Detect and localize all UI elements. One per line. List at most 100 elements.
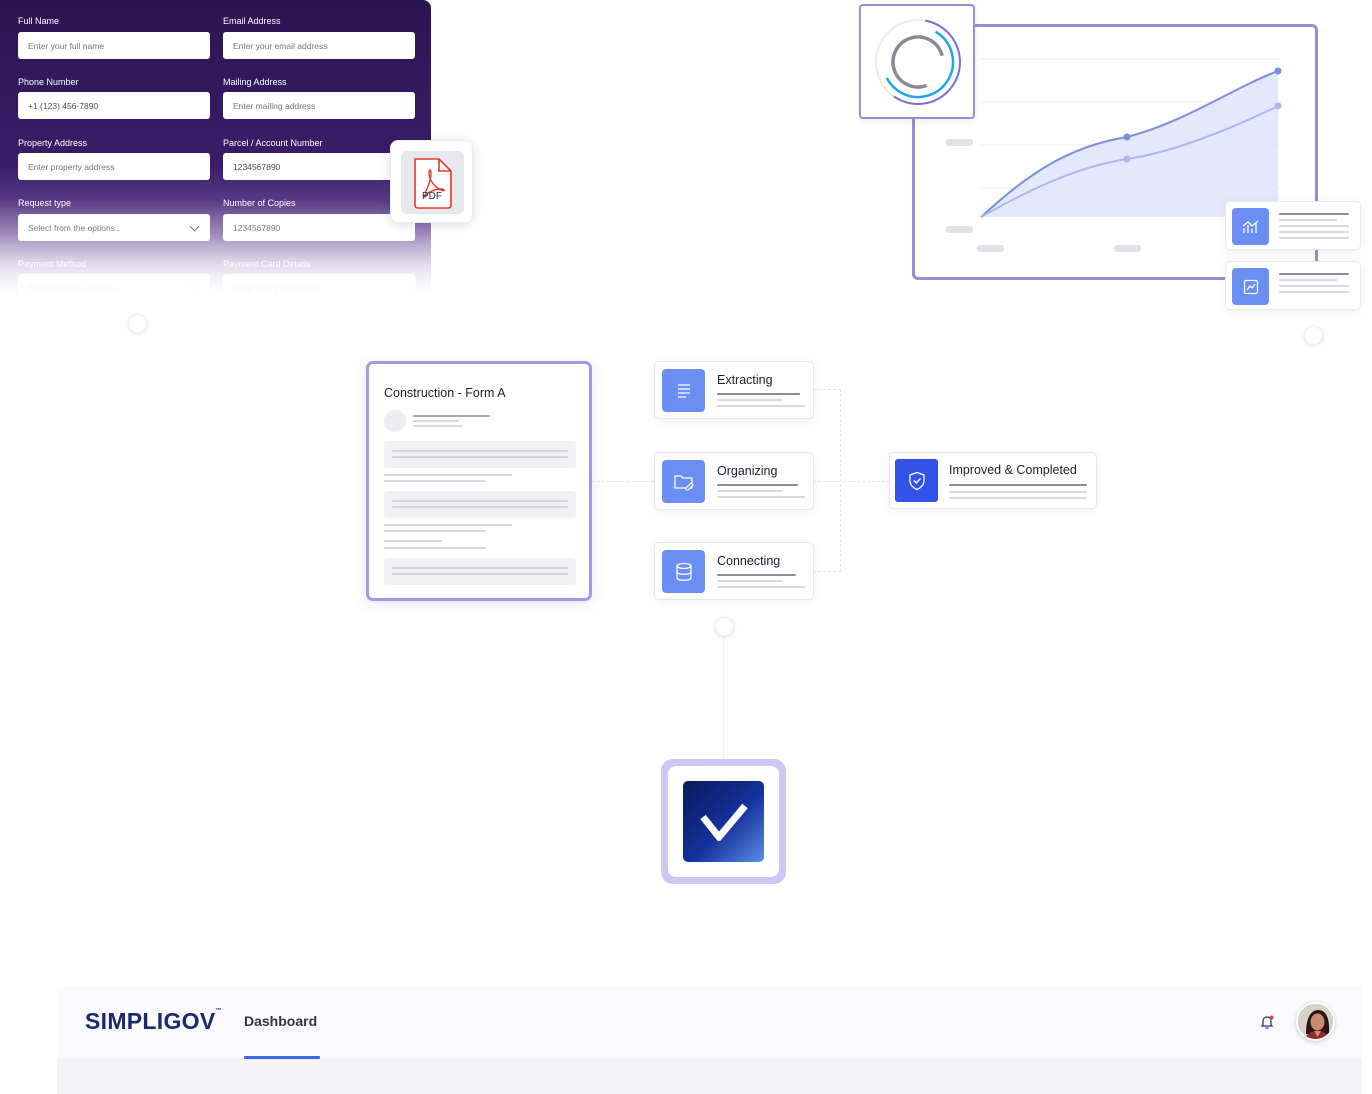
- document-lines-icon: [662, 369, 705, 412]
- data-point: [1274, 102, 1282, 110]
- tab-dashboard-active-indicator: [244, 1056, 320, 1059]
- result-improved-completed[interactable]: Improved & Completed: [889, 452, 1097, 509]
- checkmark-logo-icon: [683, 781, 764, 862]
- flow-connector: [592, 481, 654, 482]
- avatar-placeholder: [384, 410, 406, 432]
- construction-form-document[interactable]: Construction - Form A: [366, 361, 592, 601]
- connector-node: [715, 617, 734, 636]
- mailing-address-label: Mailing Address: [223, 77, 287, 87]
- text-placeholder: [384, 524, 512, 526]
- text-placeholder: [413, 415, 490, 417]
- chart-legend-card: [1225, 201, 1361, 250]
- text-placeholder: [384, 540, 442, 542]
- payment-card-input[interactable]: Enter card information: [223, 274, 415, 300]
- flow-connector: [813, 571, 841, 572]
- text-placeholder: [717, 490, 783, 492]
- number-of-copies-input[interactable]: 1234567890: [223, 214, 415, 241]
- full-name-label: Full Name: [18, 16, 60, 26]
- brand-logo[interactable]: SIMPLIGOV™: [85, 1008, 222, 1035]
- content-area-strip: [57, 1059, 1362, 1094]
- bar-chart-icon: [1232, 208, 1269, 245]
- chevron-down-icon: [189, 221, 200, 232]
- payment-method-select[interactable]: Select from the options..: [18, 274, 210, 300]
- axis-tick-placeholder: [946, 139, 973, 146]
- text-placeholder: [717, 586, 805, 588]
- brand-name: SIMPLIGOV: [85, 1008, 216, 1034]
- circular-progress-icon: [875, 19, 961, 105]
- request-type-select[interactable]: Select from the options..: [18, 214, 210, 241]
- text-placeholder: [717, 574, 796, 576]
- request-form-panel: Full Name Email Address Phone Number +1 …: [0, 0, 431, 300]
- top-navbar: [57, 987, 1362, 1059]
- text-placeholder: [717, 399, 783, 401]
- text-placeholder: [717, 580, 783, 582]
- payment-method-placeholder: Select from the options..: [28, 282, 120, 293]
- request-type-placeholder: Select from the options..: [28, 222, 120, 233]
- step-organizing-label: Organizing: [717, 464, 778, 478]
- folder-edit-icon: [662, 460, 705, 503]
- axis-tick-placeholder: [977, 245, 1004, 252]
- mailing-address-input[interactable]: [223, 92, 415, 119]
- step-extracting-label: Extracting: [717, 373, 773, 387]
- email-address-input[interactable]: [223, 32, 415, 59]
- request-type-label: Request type: [18, 198, 72, 208]
- text-placeholder: [384, 480, 486, 482]
- document-title: Construction - Form A: [384, 386, 506, 400]
- text-placeholder: [1279, 225, 1349, 227]
- text-placeholder: [1279, 291, 1349, 293]
- data-point: [1123, 155, 1131, 163]
- flow-connector: [813, 481, 890, 482]
- notification-bell-icon[interactable]: [1259, 1014, 1275, 1030]
- full-name-input[interactable]: [18, 32, 210, 59]
- step-organizing[interactable]: Organizing: [654, 452, 814, 510]
- text-placeholder: [1279, 285, 1349, 287]
- user-avatar[interactable]: [1296, 1002, 1335, 1041]
- text-placeholder: [384, 474, 512, 476]
- phone-number-input[interactable]: +1 (123) 456-7890: [18, 92, 210, 119]
- logo-tile-inner: [668, 766, 779, 877]
- gauge-card: [859, 4, 975, 119]
- axis-tick-placeholder: [1114, 245, 1141, 252]
- text-placeholder: [1279, 273, 1349, 275]
- payment-method-label: Payment Method: [18, 259, 87, 269]
- number-of-copies-label: Number of Copies: [223, 198, 296, 208]
- axis-tick-placeholder: [946, 226, 973, 233]
- flow-connector: [813, 389, 841, 390]
- shield-check-icon: [895, 459, 938, 502]
- parcel-number-input[interactable]: 1234567890: [223, 153, 415, 180]
- property-address-label: Property Address: [18, 138, 88, 148]
- trend-chart-icon: [1232, 268, 1269, 305]
- text-placeholder: [949, 491, 1087, 493]
- form-field-block: [384, 491, 576, 518]
- data-point: [1123, 133, 1131, 141]
- email-address-label: Email Address: [223, 16, 281, 26]
- flow-connector: [723, 630, 724, 758]
- text-placeholder: [717, 484, 798, 486]
- form-field-block: [384, 441, 576, 468]
- text-placeholder: [384, 530, 486, 532]
- trademark-symbol: ™: [215, 1008, 222, 1014]
- payment-card-label: Payment Card Details: [223, 259, 311, 269]
- parcel-number-label: Parcel / Account Number: [223, 138, 323, 148]
- text-placeholder: [717, 496, 805, 498]
- text-placeholder: [1279, 279, 1337, 281]
- flow-connector: [840, 389, 841, 572]
- step-connecting[interactable]: Connecting: [654, 542, 814, 600]
- step-connecting-label: Connecting: [717, 554, 781, 568]
- text-placeholder: [949, 484, 1087, 486]
- text-placeholder: [413, 420, 459, 422]
- connector-node: [128, 314, 147, 333]
- tab-dashboard[interactable]: Dashboard: [244, 1013, 318, 1029]
- property-address-input[interactable]: [18, 153, 210, 180]
- text-placeholder: [717, 393, 800, 395]
- data-point: [1274, 67, 1282, 75]
- form-field-block: [384, 558, 576, 585]
- text-placeholder: [1279, 219, 1337, 221]
- pdf-label: PDF: [422, 191, 442, 202]
- connector-node: [1304, 326, 1323, 345]
- step-extracting[interactable]: Extracting: [654, 361, 814, 419]
- trend-line-chart: [946, 58, 1282, 252]
- phone-number-label: Phone Number: [18, 77, 79, 87]
- result-label: Improved & Completed: [949, 463, 1077, 477]
- pdf-badge: PDF: [390, 140, 473, 223]
